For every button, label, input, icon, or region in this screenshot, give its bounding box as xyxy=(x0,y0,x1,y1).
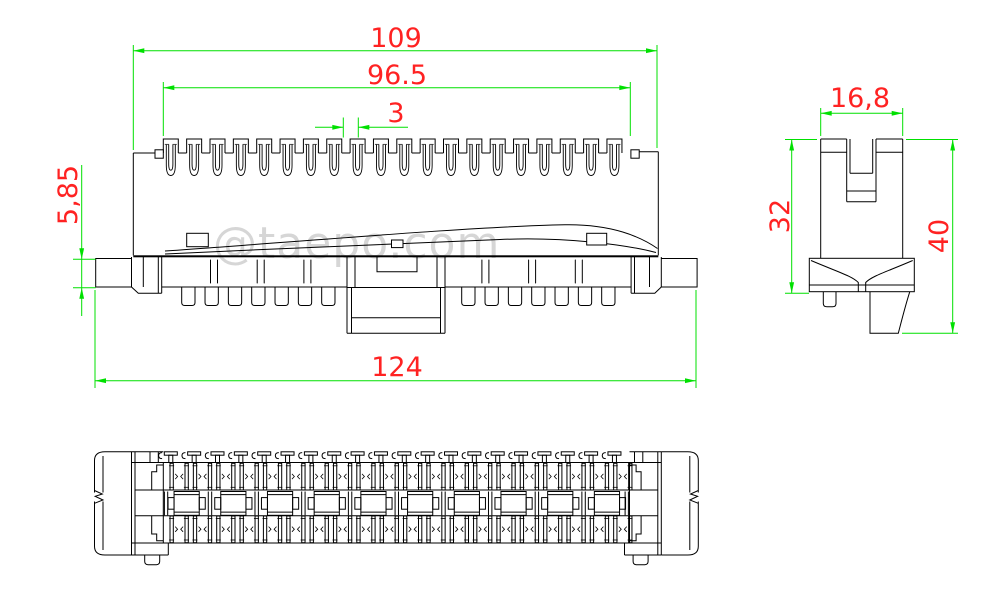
dimension-124 xyxy=(94,290,697,388)
top-view xyxy=(92,451,701,566)
center-bracket xyxy=(346,256,446,334)
mounting-flange xyxy=(95,255,698,294)
dimension-32 xyxy=(785,139,817,294)
base-block xyxy=(808,257,915,293)
dimension-40 xyxy=(902,139,958,334)
contact-squares xyxy=(167,491,627,516)
dim-label-flange-width: 124 xyxy=(371,352,423,383)
fork-body xyxy=(820,138,904,259)
watermark: @taepo.com xyxy=(213,218,500,269)
dim-label-teeth-width: 96.5 xyxy=(367,60,427,91)
dimension-annotations xyxy=(73,45,958,388)
tab-row xyxy=(158,451,622,464)
dimension-96-5 xyxy=(162,82,631,136)
internal-wire-curves xyxy=(164,224,658,284)
slot-separators xyxy=(207,491,586,516)
front-view xyxy=(95,138,698,334)
solder-pins xyxy=(181,287,616,306)
dimension-3 xyxy=(315,117,408,138)
teeth-comb xyxy=(132,138,659,256)
dim-label-overall-width: 109 xyxy=(370,23,422,54)
side-view xyxy=(808,138,915,334)
dim-label-side-overall-height: 40 xyxy=(924,219,955,253)
contact-slots xyxy=(169,462,633,544)
dim-label-tooth-pitch: 3 xyxy=(387,98,404,129)
end-cap-right xyxy=(623,451,701,566)
bottom-legs xyxy=(822,291,911,334)
dimension-109 xyxy=(132,45,658,150)
dim-label-side-body-height: 32 xyxy=(765,199,796,233)
dim-label-ear-height: 5,85 xyxy=(53,165,84,225)
dimension-16-8 xyxy=(820,108,904,136)
dimension-5-85 xyxy=(73,165,96,316)
end-cap-left xyxy=(92,451,169,566)
dim-label-side-width: 16,8 xyxy=(830,83,890,114)
